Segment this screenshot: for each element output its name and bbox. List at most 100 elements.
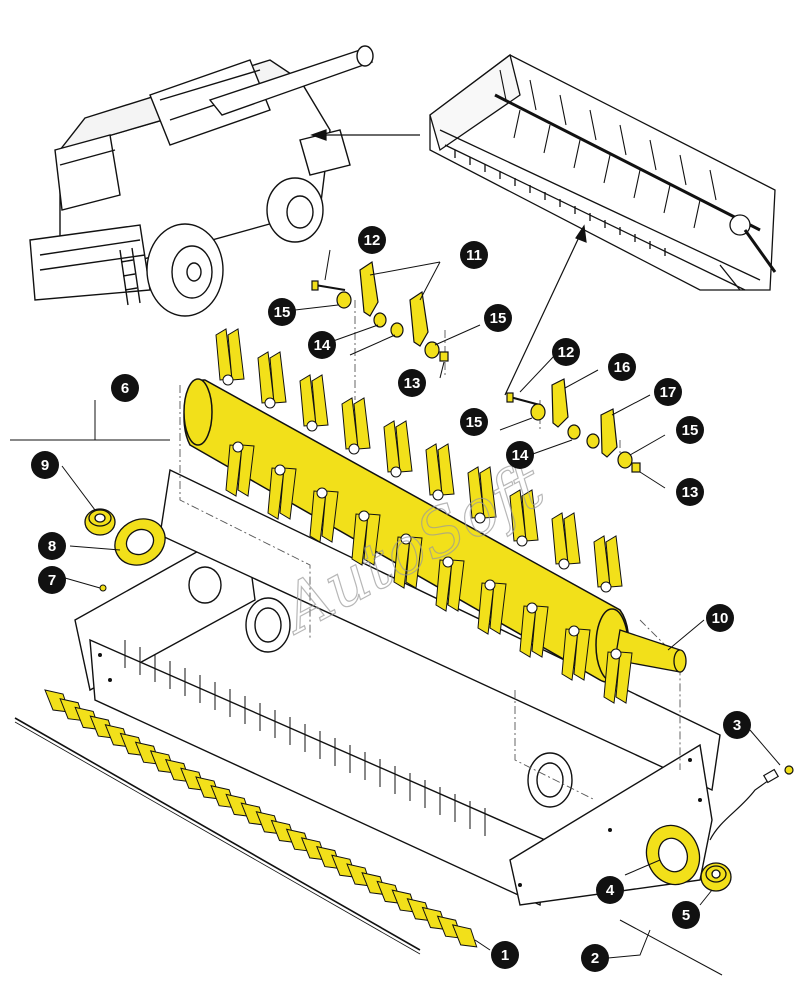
knife-mount-bolt [274, 464, 286, 476]
knife-mount-bolt [316, 487, 328, 499]
knife-mount-bolt [390, 466, 402, 478]
rotor-knife [605, 535, 623, 588]
rotor-knife [437, 443, 455, 496]
rotor-knife [521, 489, 539, 542]
callout-14: 14 [308, 331, 336, 359]
callout-number: 9 [41, 457, 49, 474]
left-bearing [84, 508, 116, 536]
knife-mount-bolt [558, 558, 570, 570]
callout-number: 1 [501, 947, 509, 964]
callout-3: 3 [723, 711, 751, 739]
callout-4: 4 [596, 876, 624, 904]
callout-12: 12 [552, 338, 580, 366]
knife-mount-bolt [516, 535, 528, 547]
callout-12: 12 [358, 226, 386, 254]
callout-5: 5 [672, 901, 700, 929]
callout-number: 2 [591, 950, 599, 967]
callout-13: 13 [398, 369, 426, 397]
callout-7: 7 [38, 566, 66, 594]
callout-number: 16 [614, 359, 631, 376]
callout-15: 15 [484, 304, 512, 332]
callout-number: 15 [682, 422, 699, 439]
knife-mount-bolt [432, 489, 444, 501]
callout-number: 3 [733, 717, 741, 734]
callout-number: 10 [712, 610, 729, 627]
rotor-knife [227, 328, 245, 381]
location-arrow-to-combine [310, 129, 420, 141]
counter-knife-bar [14, 717, 421, 951]
rotor-knife [531, 605, 549, 658]
knife-mount-bolt [358, 510, 370, 522]
callout-9: 9 [31, 451, 59, 479]
assembled-chopper-illustration [429, 53, 777, 291]
rotor-knife [447, 559, 465, 612]
callout-11: 11 [460, 241, 488, 269]
callout-number: 17 [660, 384, 677, 401]
callout-number: 15 [490, 310, 507, 327]
rotor-knife [615, 651, 633, 704]
callout-10: 10 [706, 604, 734, 632]
callout-1: 1 [491, 941, 519, 969]
right-bearing [700, 862, 732, 892]
knife-mount-bolt [400, 533, 412, 545]
callout-15: 15 [460, 408, 488, 436]
rotor-knife [489, 582, 507, 635]
callout-15: 15 [268, 298, 296, 326]
rotor-knife [479, 466, 497, 519]
callout-6: 6 [111, 374, 139, 402]
knife-mount-bolt [484, 579, 496, 591]
knife-mount-bolt [442, 556, 454, 568]
rotor-knife [395, 420, 413, 473]
rotor-knife [405, 536, 423, 589]
callout-number: 15 [274, 304, 291, 321]
callout-number: 14 [512, 447, 529, 464]
callout-number: 8 [48, 538, 56, 555]
counter-knife [451, 924, 478, 948]
grease-line [709, 765, 794, 841]
knife-mount-bolt [526, 602, 538, 614]
rotor-knife [563, 512, 581, 565]
callout-2: 2 [581, 944, 609, 972]
combine-harvester-illustration [29, 45, 374, 317]
callout-number: 11 [466, 247, 482, 264]
callout-15: 15 [676, 416, 704, 444]
rotor-knife [237, 444, 255, 497]
callout-number: 4 [606, 882, 615, 899]
callout-number: 5 [682, 907, 690, 924]
knife-mount-bolt [568, 625, 580, 637]
rotor-knife [353, 397, 371, 450]
callout-number: 6 [121, 380, 129, 397]
rotor-knife [321, 490, 339, 543]
chopper-housing-frame [74, 468, 721, 907]
left-bearing-flange [114, 518, 166, 566]
callout-number: 12 [558, 344, 575, 361]
callout-number: 15 [466, 414, 483, 431]
callout-14: 14 [506, 441, 534, 469]
location-arrow-to-chopper [504, 224, 587, 396]
callout-16: 16 [608, 353, 636, 381]
knife-mount-bolt [264, 397, 276, 409]
chopper-rotor [179, 300, 687, 801]
callout-13: 13 [676, 478, 704, 506]
rotor-knife [269, 351, 287, 404]
knife-hardware-set-b [499, 354, 666, 489]
knife-mount-bolt [600, 581, 612, 593]
grease-nipple [99, 584, 107, 592]
callout-leaders [10, 400, 781, 976]
rotor-knife [311, 374, 329, 427]
rotor-knife [363, 513, 381, 566]
knife-mount-bolt [222, 374, 234, 386]
callout-number: 14 [314, 337, 331, 354]
callout-number: 13 [404, 375, 421, 392]
knife-mount-bolt [474, 512, 486, 524]
callout-17: 17 [654, 378, 682, 406]
callout-number: 7 [48, 572, 56, 589]
callout-number: 12 [364, 232, 381, 249]
knife-mount-bolt [610, 648, 622, 660]
callout-8: 8 [38, 532, 66, 560]
knife-mount-bolt [306, 420, 318, 432]
knife-mount-bolt [348, 443, 360, 455]
rotor-knife [279, 467, 297, 520]
